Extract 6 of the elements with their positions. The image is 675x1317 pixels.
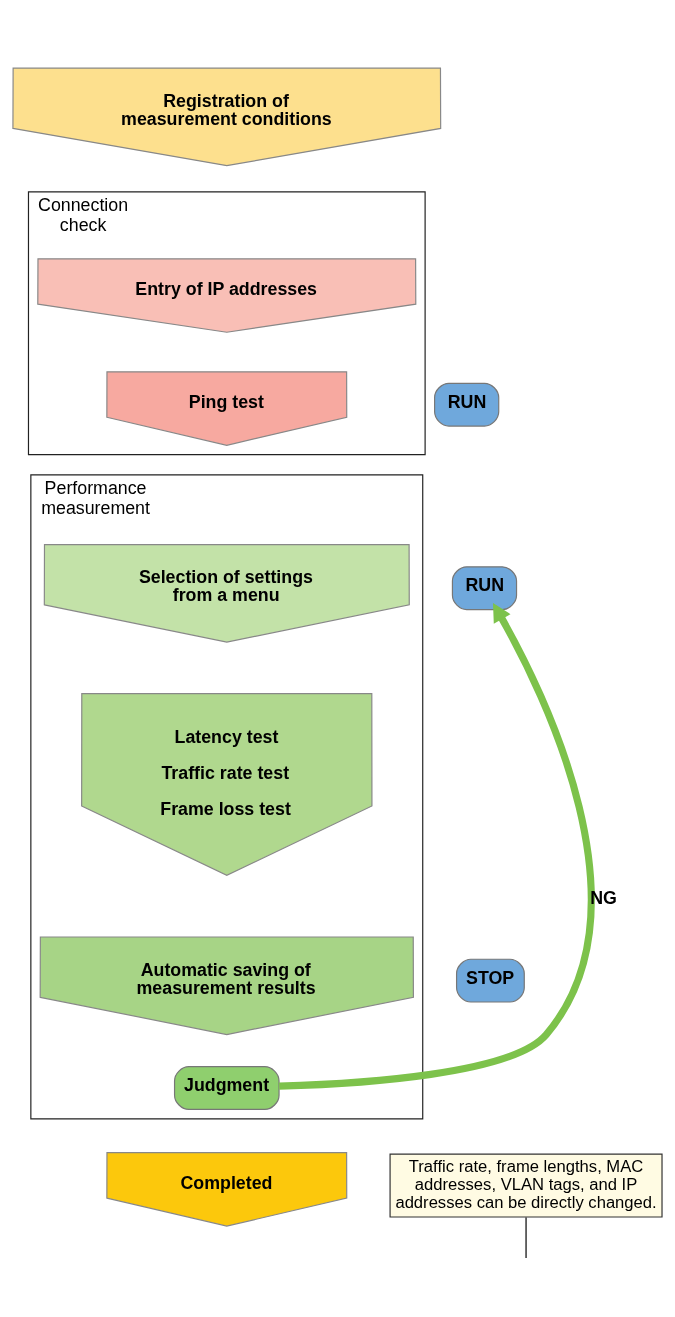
node-box: RUN (451, 566, 518, 611)
node-box: STOP (456, 958, 525, 1003)
node-box: Judgment (173, 1066, 280, 1110)
arrow (279, 603, 595, 1090)
node-box: Traffic rate, frame lengths, MAC addresses, VLAN tags, and IP addresses can be directly changed. (389, 1153, 663, 1218)
node-box: RUN (434, 382, 500, 427)
